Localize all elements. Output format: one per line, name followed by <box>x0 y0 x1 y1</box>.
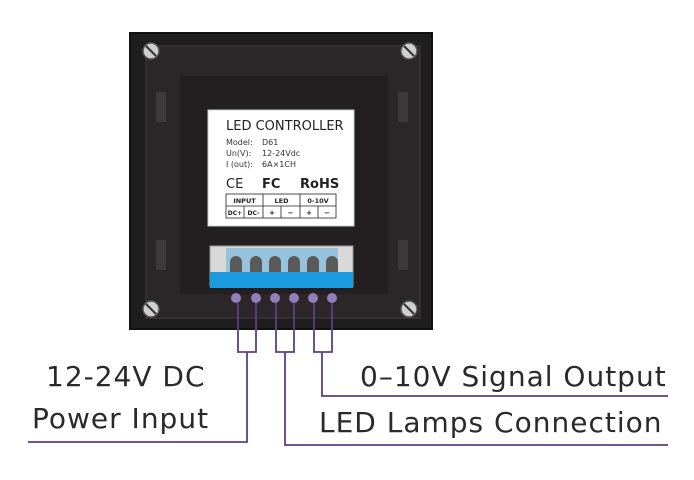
power-caption-line2: Power Input <box>32 402 210 435</box>
rohs-mark: RoHS <box>300 177 339 192</box>
fc-mark: FC <box>262 177 280 192</box>
side-tab-right-top <box>398 92 408 122</box>
leader-led <box>275 303 668 446</box>
table-group-led: LED <box>275 197 290 205</box>
side-notch-right <box>388 160 415 214</box>
side-tab-left-top <box>156 92 166 122</box>
pin-dots <box>231 293 337 303</box>
table-group-input: INPUT <box>233 197 256 205</box>
screw-top-right <box>400 42 418 60</box>
product-label: LED CONTROLLER Model: D61 Un(V): 12-24Vd… <box>207 109 355 227</box>
lamps-caption: LED Lamps Connection <box>319 406 663 439</box>
label-title: LED CONTROLLER <box>226 119 344 134</box>
screw-top-left <box>142 42 160 60</box>
label-voltage-value: 12-24Vdc <box>262 149 300 158</box>
leader-signal <box>313 303 668 397</box>
table-pin-led-plus: + <box>269 209 275 217</box>
label-model-value: D61 <box>262 138 278 147</box>
table-pin-dc-plus: DC+ <box>228 210 242 217</box>
signal-caption: 0–10V Signal Output <box>360 360 667 393</box>
table-pin-dc-minus: DC- <box>247 210 260 217</box>
pin-table <box>225 193 337 219</box>
power-caption-line1: 12-24V DC <box>46 360 206 393</box>
table-group-signal: 0-10V <box>307 197 328 205</box>
leader-power <box>28 303 257 443</box>
side-tab-right-bottom <box>398 240 408 270</box>
label-current-value: 6A×1CH <box>262 160 296 169</box>
table-pin-led-minus: − <box>288 209 294 217</box>
side-notch-left <box>153 160 180 214</box>
terminal-block <box>209 245 354 288</box>
screw-bottom-left <box>142 300 160 318</box>
leader-lines <box>28 303 668 446</box>
label-current-key: I (out): <box>226 160 253 169</box>
table-pin-signal-plus: + <box>306 209 312 217</box>
label-model-key: Model: <box>226 138 253 147</box>
table-pin-signal-minus: − <box>324 209 330 217</box>
side-tab-left-bottom <box>156 240 166 270</box>
ce-mark: CE <box>226 177 243 192</box>
screw-bottom-right <box>400 300 418 318</box>
label-voltage-key: Un(V): <box>226 149 251 158</box>
